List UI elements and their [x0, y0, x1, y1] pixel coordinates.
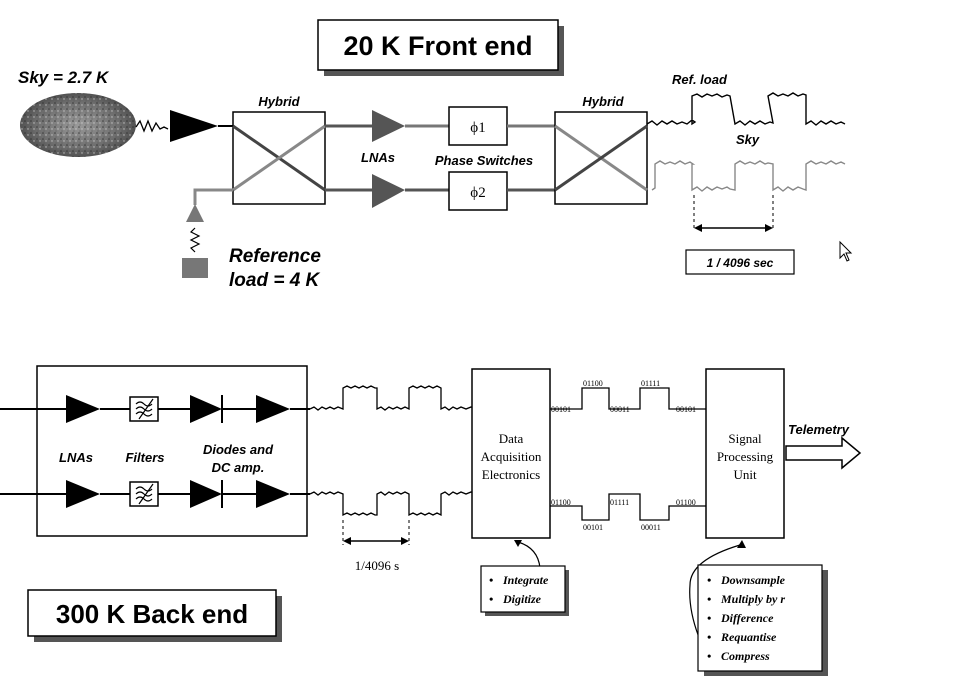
arrow-right-icon [765, 224, 773, 232]
mouse-cursor-icon [839, 240, 853, 262]
arrow-up-icon [737, 540, 746, 548]
bits-bottom-2: 00101 [583, 523, 603, 532]
sky-wave-label: Sky [736, 132, 760, 147]
hybrid-left-label: Hybrid [258, 94, 300, 109]
front-lnas-label: LNAs [361, 150, 395, 165]
diodes-label-2: DC amp. [212, 460, 265, 475]
back-period-label: 1/4096 s [355, 558, 399, 573]
phase-switches-label: Phase Switches [435, 153, 533, 168]
sky-waveform [651, 160, 846, 192]
back-lnas-label: LNAs [59, 450, 93, 465]
digital-bottom-waveform [550, 493, 706, 521]
reference-load-label-2: load = 4 K [229, 270, 321, 291]
bits-top-3: 00011 [610, 405, 630, 414]
sky-wave-icon [135, 119, 169, 133]
back-end-enclosure [36, 365, 308, 537]
hybrid-right-cross-b [554, 124, 648, 192]
hybrid-left-cross-b [232, 124, 326, 192]
dc-amp-top-icon [256, 395, 290, 423]
ref-load-waveform [646, 92, 846, 126]
back-lna-top-icon [66, 395, 100, 423]
filters-label: Filters [125, 450, 164, 465]
dae-note-1: Integrate [502, 573, 549, 587]
data-acquisition-box [471, 368, 551, 539]
bits-bottom-1: 01100 [551, 498, 571, 507]
spu-notes-box [697, 564, 823, 672]
bits-bottom-5: 01100 [676, 498, 696, 507]
bits-top-1: 00101 [551, 405, 571, 414]
dc-amp-bottom-icon [256, 480, 290, 508]
front-period-label: 1 / 4096 sec [707, 256, 774, 270]
telemetry-arrow-icon [785, 436, 862, 470]
spu-note-1: Downsample [720, 573, 786, 587]
dae-notes-box [480, 565, 566, 613]
reference-line [193, 188, 233, 205]
front-end-section: 20 K Front end Sky = 2.7 K Hybrid Refere… [18, 19, 853, 291]
svg-text:•: • [707, 630, 711, 644]
svg-text:•: • [707, 611, 711, 625]
arrow-right-icon [401, 537, 409, 545]
signal-processing-box [705, 368, 785, 539]
back-end-section: LNAs Filters Diodes and DC amp. 1/4096 s… [0, 365, 862, 676]
ref-load-wave-label: Ref. load [672, 72, 728, 87]
dae-note-bullet: • [489, 573, 493, 587]
spu-note-4: Requantise [720, 630, 777, 644]
hybrid-right-label: Hybrid [582, 94, 624, 109]
arrow-left-icon [694, 224, 702, 232]
front-end-title: 20 K Front end [343, 31, 532, 61]
reference-load-label-1: Reference [229, 246, 321, 267]
diode-bottom-icon [190, 480, 222, 508]
bits-bottom-3: 01111 [610, 498, 629, 507]
diodes-label-1: Diodes and [203, 442, 274, 457]
back-end-title: 300 K Back end [56, 599, 248, 629]
bits-bottom-4: 00011 [641, 523, 661, 532]
svg-text:•: • [707, 573, 711, 587]
reference-horn-icon [186, 204, 204, 222]
lna-top-icon [372, 110, 405, 142]
spu-label-3: Unit [733, 467, 757, 482]
svg-text:•: • [707, 592, 711, 606]
spu-note-2: Multiply by r [720, 592, 785, 606]
reference-wave-icon [189, 227, 201, 253]
sky-label: Sky = 2.7 K [18, 68, 110, 87]
bits-top-4: 01111 [641, 379, 660, 388]
bits-top-5: 00101 [676, 405, 696, 414]
dae-note-connector [517, 541, 541, 569]
back-bottom-waveform [309, 491, 478, 517]
svg-text:•: • [707, 649, 711, 663]
phi1-label: ϕ1 [470, 120, 485, 136]
front-end-title-box [317, 19, 559, 71]
diode-top-icon [190, 395, 222, 423]
dae-label-1: Data [499, 431, 524, 446]
spu-label-1: Signal [728, 431, 762, 446]
feed-horn-icon [170, 110, 218, 142]
dae-label-3: Electronics [482, 467, 540, 482]
arrow-left-icon [343, 537, 351, 545]
phi2-label: ϕ2 [470, 185, 485, 201]
dae-note-2: Digitize [502, 592, 542, 606]
reference-load-icon [182, 258, 208, 278]
spu-note-5: Compress [721, 649, 770, 663]
spu-note-3: Difference [720, 611, 774, 625]
dae-label-2: Acquisition [481, 449, 542, 464]
dae-note-bullet: • [489, 592, 493, 606]
phase-switch-2-box [448, 171, 508, 211]
sky-map-icon [20, 93, 136, 157]
spu-note-connector [689, 544, 741, 641]
telemetry-label: Telemetry [788, 422, 850, 437]
back-end-title-box [27, 589, 277, 637]
lna-bottom-icon [372, 174, 405, 208]
period-label-box [685, 249, 795, 275]
spu-label-2: Processing [717, 449, 774, 464]
bits-top-2: 01100 [583, 379, 603, 388]
back-top-waveform [309, 385, 478, 411]
phase-switch-1-box [448, 106, 508, 146]
arrow-up-icon [514, 540, 522, 547]
back-lna-bottom-icon [66, 480, 100, 508]
digital-top-waveform [550, 387, 706, 410]
